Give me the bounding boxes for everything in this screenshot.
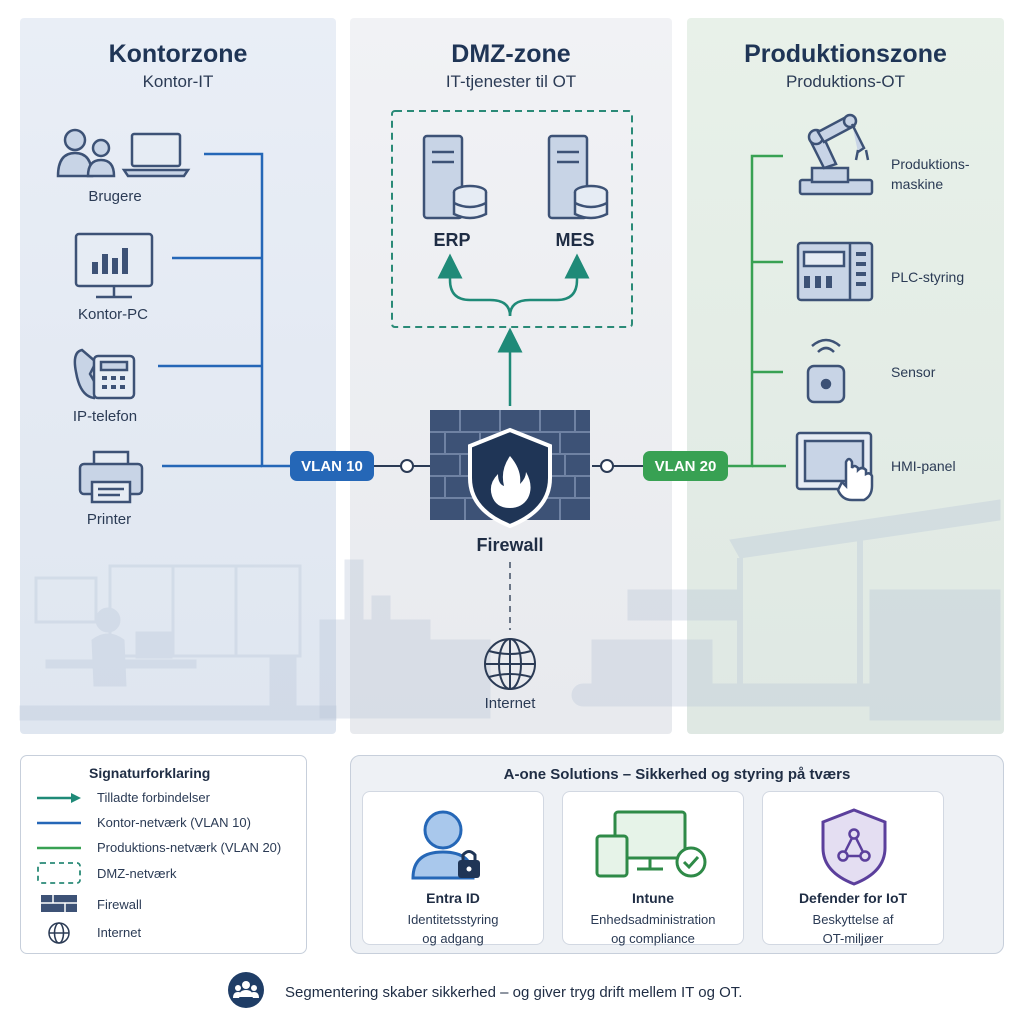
erp-server-icon	[422, 134, 488, 220]
touch-panel-icon	[795, 431, 874, 502]
solution-desc-entra: Identitetsstyring og adgang	[407, 912, 499, 946]
plc-icon	[796, 241, 874, 302]
solution-card-defender: Defender for IoT Beskyttelse af OT-miljø…	[762, 791, 944, 946]
firewall-shield-icon	[430, 410, 590, 529]
production-device-label-sensor: Sensor	[891, 364, 936, 380]
legend-item-dmz: DMZ-netværk	[97, 866, 177, 881]
footer-text: Segmentering skaber sikkerhed – og giver…	[285, 984, 743, 1001]
office-device-label-pc: Kontor-PC	[77, 306, 149, 323]
office-network-lines	[158, 152, 292, 468]
legend-item-vlan10: Kontor-netværk (VLAN 10)	[97, 815, 251, 830]
office-device-label-printer: Printer	[86, 511, 132, 528]
dmz-network-box	[391, 110, 633, 328]
people-group-icon	[228, 972, 264, 1008]
production-zone: Produktionszone Produktions-OT	[687, 18, 1004, 734]
vlan20-port-icon	[600, 459, 614, 473]
laptop-icon	[121, 132, 191, 178]
erp-label: ERP	[433, 230, 471, 250]
vlan10-badge: VLAN 10	[290, 451, 374, 481]
legend-title: Signaturforklaring	[89, 765, 211, 781]
solution-card-intune: Intune Enhedsadministration og complianc…	[562, 791, 744, 946]
solutions-panel: A-one Solutions – Sikkerhed og styring p…	[350, 755, 1004, 954]
production-device-label-machine: Produktions- maskine	[891, 156, 970, 192]
legend-item-internet: Internet	[97, 925, 142, 940]
dmz-zone-subtitle: IT-tjenester til OT	[445, 72, 577, 91]
solution-name-defender: Defender for IoT	[798, 890, 908, 906]
solution-desc-intune: Enhedsadministration og compliance	[590, 912, 716, 946]
production-device-label-plc: PLC-styring	[891, 269, 965, 285]
production-zone-subtitle: Produktions-OT	[785, 72, 906, 91]
firewall-label: Firewall	[476, 535, 544, 555]
solution-name-entra: Entra ID	[426, 890, 480, 906]
monitor-chart-icon	[74, 232, 154, 299]
production-zone-title: Produktionszone	[744, 40, 947, 68]
sensor-wifi-icon	[806, 338, 846, 404]
legend-dmz-box-icon	[37, 862, 81, 884]
legend-globe-icon	[48, 922, 70, 944]
production-device-label-hmi: HMI-panel	[891, 458, 956, 474]
dmz-zone-title: DMZ-zone	[451, 40, 571, 68]
office-scenery	[19, 564, 337, 721]
legend-item-allowed: Tilladte forbindelser	[97, 790, 210, 805]
network-diagram	[19, 110, 1001, 721]
mes-server-icon	[547, 134, 609, 220]
robot-arm-icon	[798, 113, 874, 196]
office-zone-title: Kontorzone	[108, 40, 248, 68]
solutions-title: A-one Solutions – Sikkerhed og styring p…	[503, 766, 851, 783]
office-device-label-users: Brugere	[88, 188, 142, 205]
solution-desc-defender: Beskyttelse af OT-miljøer	[812, 912, 894, 946]
legend: Signaturforklaring Tilladte forbindelser…	[20, 755, 307, 954]
phone-icon	[73, 348, 136, 400]
office-device-label-phone: IP-telefon	[72, 408, 138, 425]
globe-icon	[484, 638, 536, 690]
legend-item-vlan20: Produktions-netværk (VLAN 20)	[97, 840, 282, 855]
user-lock-icon	[411, 810, 480, 880]
shield-network-icon	[821, 808, 887, 886]
legend-firewall-icon	[41, 895, 77, 912]
legend-item-firewall: Firewall	[97, 897, 142, 912]
solution-card-entra: Entra ID Identitetsstyring og adgang	[362, 791, 544, 946]
solution-name-intune: Intune	[632, 890, 674, 906]
legend-symbols	[37, 793, 81, 944]
printer-icon	[78, 450, 144, 504]
factory-scenery	[319, 499, 1001, 721]
devices-check-icon	[595, 810, 707, 878]
allowed-connections	[437, 253, 590, 406]
vlan10-port-icon	[400, 459, 414, 473]
production-network-lines	[728, 154, 786, 468]
mes-label: MES	[555, 230, 595, 250]
office-zone-subtitle: Kontor-IT	[142, 72, 214, 91]
users-icon	[56, 128, 116, 178]
vlan20-badge: VLAN 20	[643, 451, 728, 481]
internet-label: Internet	[484, 695, 536, 712]
